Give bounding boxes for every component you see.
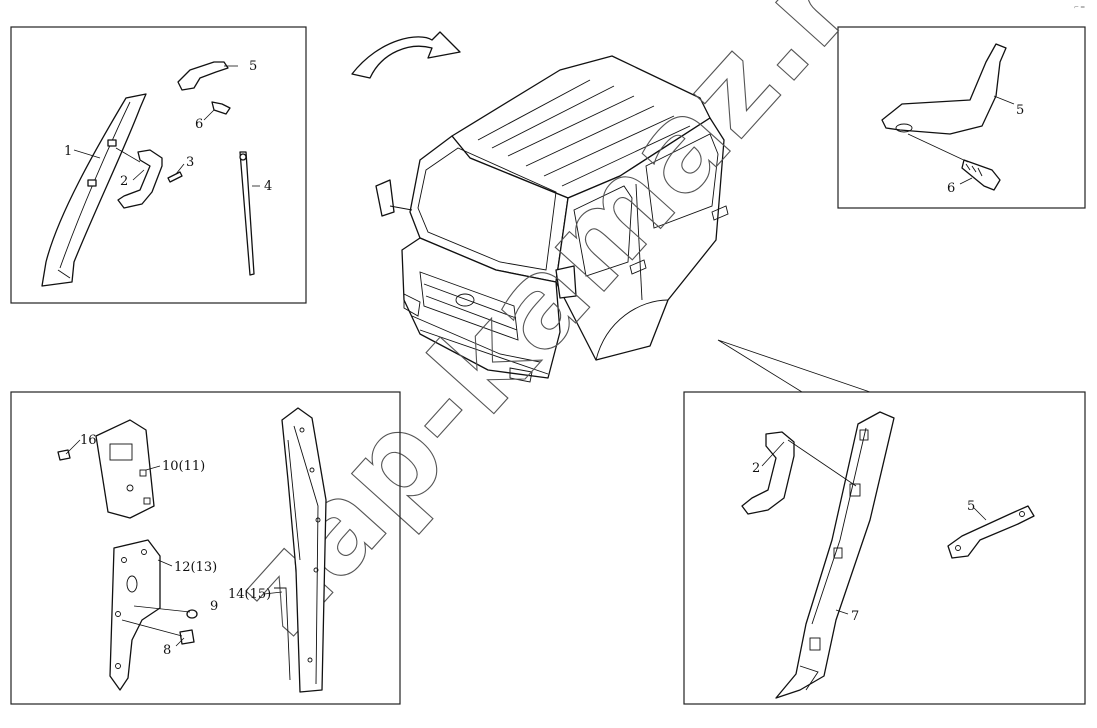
panel-top-right-frame (837, 26, 1086, 209)
callout-label: 2 (752, 461, 760, 476)
callout-label: 16 (80, 433, 97, 448)
truck-cab-illustration (375, 55, 729, 383)
callout-label: 6 (947, 181, 955, 196)
callout-label: 7 (851, 609, 859, 624)
panel-bottom-left: 16 10(11) 12(13) 9 8 14(15) (10, 391, 401, 705)
part-6-bolt (211, 101, 231, 115)
part-8-plug (179, 629, 195, 645)
callout-label: 14(15) (228, 587, 271, 602)
callout-label: 12(13) (174, 560, 217, 575)
callout-label: 9 (210, 599, 218, 614)
panel-top-left-frame (10, 26, 307, 304)
detail-pointer (717, 339, 871, 393)
part-1-pillar-trim (41, 93, 147, 287)
callout-label: 8 (163, 643, 171, 658)
panel-top-right: 5 6 (837, 26, 1086, 209)
panel-bottom-right-frame (683, 391, 1086, 705)
callout-label: 5 (967, 499, 975, 514)
panel-top-left: 1 2 3 4 5 6 (10, 26, 307, 304)
part-2-grab-handle (117, 149, 163, 209)
part-9-clip (186, 609, 198, 619)
part-5-small-handle (947, 505, 1035, 559)
part-4-strip (239, 151, 255, 276)
part-3-screw (167, 171, 183, 183)
part-12-13-lower-cover (109, 539, 161, 691)
part-2-grab-handle (741, 431, 795, 515)
corner-mark: ⌐ ═ (1074, 4, 1085, 11)
part-14-15-strip (281, 407, 327, 693)
part-10-11-pillar-cover (95, 419, 155, 519)
part-5-small-handle (177, 61, 229, 91)
callout-label: 6 (195, 117, 203, 132)
callout-label: 4 (264, 179, 272, 194)
callout-label: 5 (1016, 103, 1024, 118)
part-5-grab-handle (881, 43, 1007, 135)
callout-label: 1 (64, 144, 72, 159)
panel-bottom-left-frame (10, 391, 401, 705)
panel-bottom-right: 2 5 7 (683, 391, 1086, 705)
curved-arrow-icon (351, 31, 461, 79)
callout-label: 5 (249, 59, 257, 74)
callout-label: 3 (186, 155, 194, 170)
callout-label: 10(11) (162, 459, 205, 474)
callout-label: 2 (120, 174, 128, 189)
